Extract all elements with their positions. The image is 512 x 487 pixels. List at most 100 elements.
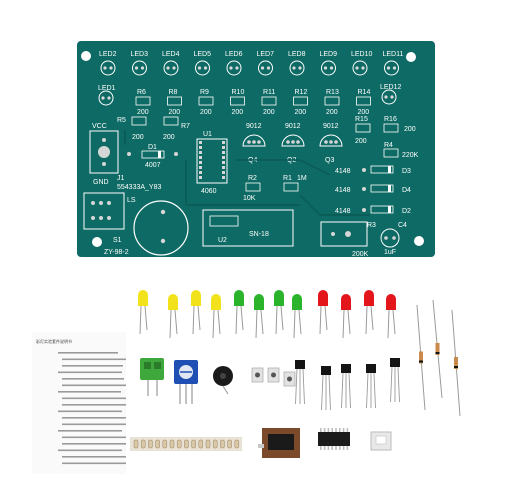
led-footprint bbox=[226, 60, 242, 76]
loose-transistor bbox=[366, 364, 376, 373]
strip-resistor bbox=[191, 439, 196, 449]
mounting-hole-tl bbox=[81, 51, 91, 61]
u1-part: 4060 bbox=[201, 188, 217, 195]
diode-part: 4148 bbox=[335, 208, 351, 215]
ls-label: LS bbox=[127, 197, 136, 204]
led-label: LED10 bbox=[351, 51, 373, 58]
led-footprint bbox=[195, 60, 210, 76]
strip-resistor bbox=[169, 439, 175, 449]
resistor-pad bbox=[356, 96, 371, 106]
transistor-footprint bbox=[319, 134, 343, 147]
loose-led bbox=[254, 294, 264, 310]
loose-diode-group bbox=[416, 299, 461, 417]
resistor-value: 200 bbox=[263, 109, 275, 116]
loose-led bbox=[191, 290, 201, 306]
strip-resistor bbox=[133, 439, 139, 449]
loose-transistor bbox=[295, 360, 305, 369]
resistor-label: R13 bbox=[326, 89, 339, 96]
r7-pad bbox=[163, 116, 179, 126]
strip-resistor bbox=[227, 439, 232, 449]
dip-ic bbox=[318, 428, 350, 450]
resistor-pad bbox=[324, 96, 340, 106]
resistor-value: 200 bbox=[169, 109, 181, 116]
loose-led bbox=[274, 290, 284, 306]
tact-switch-group bbox=[251, 367, 296, 387]
led-footprint bbox=[352, 60, 368, 76]
loose-led bbox=[138, 290, 148, 306]
diode-part: 4148 bbox=[335, 187, 351, 194]
r4-value: 220K bbox=[402, 152, 419, 159]
led-label: LED8 bbox=[288, 51, 306, 58]
resistor-pad bbox=[167, 96, 182, 106]
r15-value: 200 bbox=[355, 138, 367, 145]
diode-label: D3 bbox=[402, 168, 411, 175]
strip-resistor bbox=[148, 439, 153, 449]
strip-resistor bbox=[176, 439, 182, 449]
loose-led bbox=[318, 290, 328, 306]
r5-pad bbox=[131, 116, 147, 126]
resistor-label: R12 bbox=[295, 89, 308, 96]
c4-footprint bbox=[380, 228, 400, 248]
resistor-value: 200 bbox=[137, 109, 149, 116]
d1-label: D1 bbox=[148, 144, 157, 151]
r16-value: 200 bbox=[404, 126, 416, 133]
transistor-label: Q3 bbox=[325, 157, 334, 164]
transistor-part: 9012 bbox=[285, 123, 301, 130]
resistor-label: R9 bbox=[200, 89, 209, 96]
r2-value: 10K bbox=[243, 195, 256, 202]
transistor-footprint bbox=[281, 134, 305, 147]
resistor-value: 200 bbox=[295, 109, 307, 116]
resistor-label: R11 bbox=[263, 89, 275, 96]
led-footprint bbox=[132, 60, 147, 76]
strip-resistor bbox=[205, 439, 211, 449]
vcc-label: VCC bbox=[92, 123, 107, 130]
led-footprint bbox=[321, 60, 336, 76]
resistor-pad bbox=[261, 96, 277, 106]
u2-footprint bbox=[202, 209, 294, 247]
resistor-label: R10 bbox=[232, 89, 245, 96]
manual-text-lines bbox=[58, 352, 126, 465]
loose-led bbox=[168, 294, 178, 310]
led-footprint bbox=[163, 60, 179, 76]
loose-transistor-group bbox=[295, 358, 400, 411]
led1-footprint bbox=[98, 90, 114, 106]
r5-label: R5 bbox=[117, 117, 126, 124]
microphone bbox=[213, 366, 233, 395]
u1-label: U1 bbox=[203, 131, 212, 138]
led-label: LED2 bbox=[99, 51, 117, 58]
led-label: LED4 bbox=[162, 51, 180, 58]
c4-value: 1uF bbox=[384, 249, 396, 256]
led12-footprint bbox=[381, 89, 397, 105]
r1-value: 1M bbox=[297, 175, 307, 182]
led-footprint bbox=[289, 60, 305, 76]
r16-pad bbox=[383, 123, 399, 133]
led12-label: LED12 bbox=[380, 84, 402, 91]
loose-transistor bbox=[390, 358, 400, 367]
mounting-hole-br bbox=[414, 236, 424, 246]
d1-footprint bbox=[141, 150, 165, 159]
resistor-value: 200 bbox=[200, 109, 212, 116]
strip-resistor bbox=[155, 439, 160, 449]
resistor-value: 200 bbox=[358, 109, 370, 116]
resistor-row: R6200R8200R9200R10200R11200R12200R13200R… bbox=[135, 89, 371, 116]
r15-label: R15 bbox=[355, 116, 368, 123]
r2-label: R2 bbox=[248, 175, 257, 182]
loose-led bbox=[211, 294, 221, 310]
resistor-label: R8 bbox=[169, 89, 178, 96]
loose-led bbox=[386, 294, 396, 310]
r1-pad bbox=[283, 182, 299, 192]
led-footprint bbox=[100, 60, 116, 76]
r3-label: R3 bbox=[367, 222, 376, 229]
u1-ic-footprint bbox=[196, 138, 228, 184]
loose-led bbox=[292, 294, 302, 310]
loose-led bbox=[341, 294, 351, 310]
led-footprint bbox=[384, 60, 399, 76]
c4-label: C4 bbox=[398, 222, 407, 229]
j1-part: 554333A_Y83 bbox=[117, 184, 161, 191]
terminal-block bbox=[140, 358, 164, 396]
trim-potentiometer bbox=[174, 360, 198, 404]
strip-resistor bbox=[212, 439, 218, 449]
instruction-manual: 彩灯实验套件说明书 bbox=[32, 332, 126, 474]
